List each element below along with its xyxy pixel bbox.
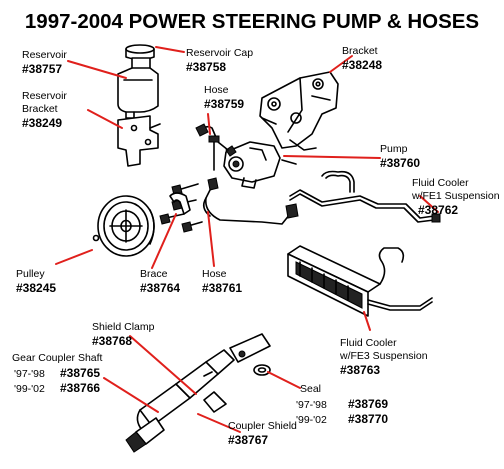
leader-lines [55, 46, 439, 433]
reservoir-bracket-part-number: #38249 [22, 116, 62, 130]
pulley-drawing [92, 195, 155, 257]
brace-label: Brace [140, 268, 168, 280]
gear-coupler-shaft-label: Gear Coupler Shaft [12, 352, 103, 364]
bracket-label: Bracket [342, 45, 378, 57]
seal-part-number-1: #38769 [348, 397, 388, 411]
fluid-cooler-fe1-label-2: w/FE1 Suspension [411, 190, 500, 202]
upper-hose-drawing [195, 123, 229, 151]
brace-part-number: #38764 [140, 281, 180, 295]
lower-hose-part-number: #38761 [202, 281, 242, 295]
shield-clamp-label: Shield Clamp [92, 321, 155, 333]
seal-label: Seal [300, 383, 321, 395]
pump-label: Pump [380, 143, 408, 155]
seal-part-number-2: #38770 [348, 412, 388, 426]
gear-coupler-shaft-year-1: '97-'98 [14, 368, 45, 380]
fluid-cooler-fe1-drawing [289, 170, 441, 223]
reservoir-bracket-drawing [117, 115, 161, 167]
fluid-cooler-fe3-label-1: Fluid Cooler [340, 337, 397, 349]
fluid-cooler-fe1-part-number: #38762 [418, 203, 458, 217]
reservoir-bracket-label-1: Reservoir [22, 90, 67, 102]
reservoir-bracket-label-2: Bracket [22, 103, 58, 115]
seal-year-1: '97-'98 [296, 399, 327, 411]
brace-drawing [169, 192, 191, 215]
fluid-cooler-fe1-label-1: Fluid Cooler [412, 177, 469, 189]
coupler-shield-part-number: #38767 [228, 433, 268, 447]
diagram-title: 1997-2004 POWER STEERING PUMP & HOSES [25, 10, 479, 33]
bracket-drawing [259, 71, 339, 151]
reservoir-part-number: #38757 [22, 62, 62, 76]
gear-coupler-shaft-year-2: '99-'02 [14, 383, 45, 395]
gear-coupler-shaft-drawing [125, 333, 271, 453]
coupler-shield-label: Coupler Shield [228, 420, 297, 432]
seal-year-2: '99-'02 [296, 414, 327, 426]
reservoir-drawing [117, 57, 159, 119]
seal-drawing [253, 364, 271, 376]
reservoir-cap-label: Reservoir Cap [186, 47, 253, 59]
lower-hose-label: Hose [202, 268, 227, 280]
pulley-label: Pulley [16, 268, 45, 280]
upper-hose-part-number: #38759 [204, 97, 244, 111]
upper-hose-label: Hose [204, 84, 229, 96]
gear-coupler-shaft-part-number-1: #38765 [60, 366, 100, 380]
fluid-cooler-fe3-label-2: w/FE3 Suspension [339, 350, 428, 362]
shield-clamp-part-number: #38768 [92, 334, 132, 348]
pulley-part-number: #38245 [16, 281, 56, 295]
gear-coupler-shaft-part-number-2: #38766 [60, 381, 100, 395]
bracket-part-number: #38248 [342, 58, 382, 72]
pump-part-number: #38760 [380, 156, 420, 170]
fluid-cooler-fe3-part-number: #38763 [340, 363, 380, 377]
reservoir-label: Reservoir [22, 49, 67, 61]
reservoir-cap-part-number: #38758 [186, 60, 226, 74]
fluid-cooler-fe3-drawing [287, 245, 433, 317]
pump-drawing [223, 141, 281, 189]
lower-hose-drawing [202, 177, 299, 225]
